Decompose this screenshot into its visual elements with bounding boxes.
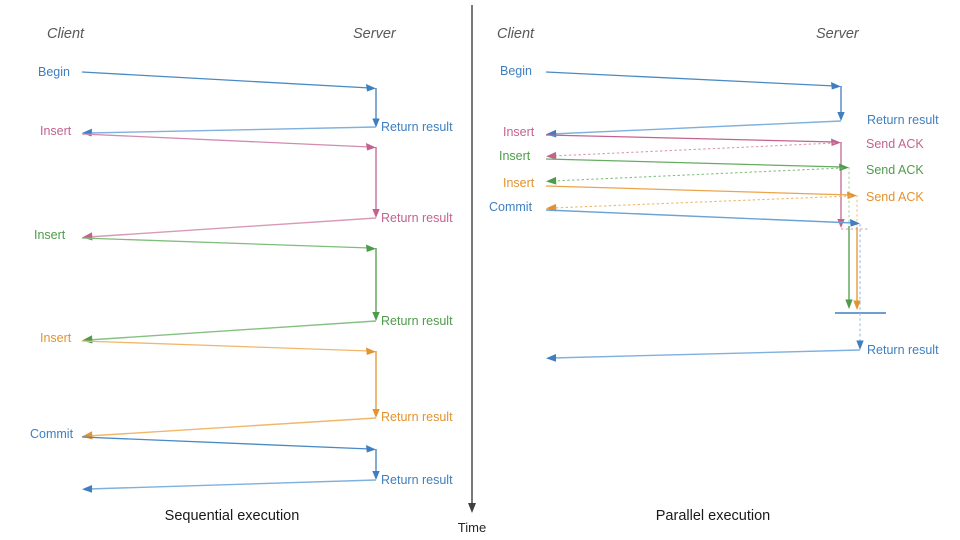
arrowhead-insert1-request-par (831, 138, 841, 146)
arrowhead-begin-request-seq (366, 84, 376, 92)
arrowhead-insert2-return-seq (82, 335, 93, 344)
arrow-insert1-request-seq (81, 133, 371, 148)
arrowhead-commit-request-seq (366, 445, 376, 453)
arrowhead-insert2-ack-par (546, 176, 557, 185)
label-insert2-seq: Insert (34, 228, 66, 242)
arrow-insert3-return-seq (87, 417, 377, 437)
arrowhead-insert1-request-seq (366, 143, 376, 151)
arrow-insert3-request-par (545, 185, 852, 196)
label-insert2-par: Insert (499, 149, 531, 163)
arrowhead-commit-return-seq (82, 485, 92, 493)
arrow-commit-return-par (551, 349, 861, 359)
arrowhead-insert2-request-par (839, 163, 849, 171)
caption-parallel: Parallel execution (656, 508, 770, 524)
arrowhead-commit-return-par (546, 354, 556, 362)
label-insert1-seq: Insert (40, 124, 72, 138)
arrow-insert2-request-seq (81, 237, 371, 249)
arrowhead-insert1-ack-par (546, 151, 557, 160)
arrow-insert1-ack-par (551, 142, 836, 157)
arrow-insert2-return-seq (87, 320, 377, 341)
arrowhead-insert3-return-seq (82, 431, 93, 440)
arrow-begin-return-par (551, 120, 842, 135)
arrowhead-insert3-activation-seq (372, 409, 380, 418)
arrowhead-insert1-activation-seq (372, 209, 380, 218)
arrow-insert2-ack-par (551, 167, 844, 182)
arrow-insert3-request-seq (81, 340, 371, 352)
arrowhead-commit-request-par (850, 219, 860, 227)
arrowhead-insert3-activation-par (853, 300, 861, 310)
arrowhead-commit-activation-par (856, 340, 864, 350)
arrowhead-begin-return-par (546, 129, 557, 138)
arrowhead-commit-activation-seq (372, 471, 380, 480)
lane-title-client-sequential: Client (47, 26, 85, 42)
arrowhead-begin-activation-par (837, 112, 845, 121)
label-return-result-1-seq: Return result (381, 120, 453, 134)
label-return-result-1-par: Return result (867, 113, 939, 127)
arrow-commit-request-seq (81, 436, 371, 450)
arrow-insert2-request-par (545, 158, 844, 168)
panel-sequential: Client Server Begin Return result Insert… (30, 26, 453, 524)
label-insert3-par: Insert (503, 176, 535, 190)
time-axis-label: Time (458, 520, 486, 535)
arrow-begin-return-seq (87, 126, 377, 134)
arrowhead-insert2-request-seq (366, 244, 376, 252)
time-axis-arrowhead-icon (468, 503, 476, 513)
label-return-result-2-par: Return result (867, 343, 939, 357)
label-return-result-3-seq: Return result (381, 314, 453, 328)
arrowhead-insert3-request-seq (366, 347, 376, 355)
arrow-commit-return-seq (87, 479, 377, 490)
lane-title-server-parallel: Server (816, 26, 860, 42)
label-return-result-2-seq: Return result (381, 211, 453, 225)
arrow-commit-request-par (545, 209, 855, 224)
arrow-insert1-request-par (545, 134, 836, 143)
label-begin-seq: Begin (38, 65, 70, 79)
arrowhead-begin-request-par (831, 82, 841, 90)
label-insert3-seq: Insert (40, 331, 72, 345)
arrowhead-insert3-request-par (847, 191, 857, 199)
arrowhead-begin-activation-seq (372, 118, 380, 128)
caption-sequential: Sequential execution (165, 508, 300, 524)
label-begin-par: Begin (500, 64, 532, 78)
arrowhead-insert1-return-seq (82, 232, 93, 241)
label-send-ack-2-par: Send ACK (866, 163, 924, 177)
arrowhead-insert2-activation-seq (372, 312, 380, 321)
label-send-ack-3-par: Send ACK (866, 190, 924, 204)
panel-parallel: Client Server Begin Return result Insert… (489, 26, 939, 524)
label-return-result-4-seq: Return result (381, 410, 453, 424)
arrow-insert1-return-seq (87, 217, 377, 238)
arrowhead-begin-return-seq (82, 128, 92, 137)
label-insert1-par: Insert (503, 125, 535, 139)
lane-title-client-parallel: Client (497, 26, 535, 42)
label-commit-par: Commit (489, 200, 533, 214)
arrow-begin-request-par (545, 71, 836, 87)
arrow-insert3-ack-par (551, 195, 852, 209)
time-axis: Time (458, 5, 486, 535)
label-send-ack-1-par: Send ACK (866, 137, 924, 151)
arrowhead-insert1-activation-par (837, 219, 845, 228)
label-return-result-5-seq: Return result (381, 473, 453, 487)
label-commit-seq: Commit (30, 427, 74, 441)
lane-title-server-sequential: Server (353, 26, 397, 42)
arrow-begin-request-seq (81, 71, 371, 89)
arrowhead-insert2-activation-par (845, 299, 853, 309)
